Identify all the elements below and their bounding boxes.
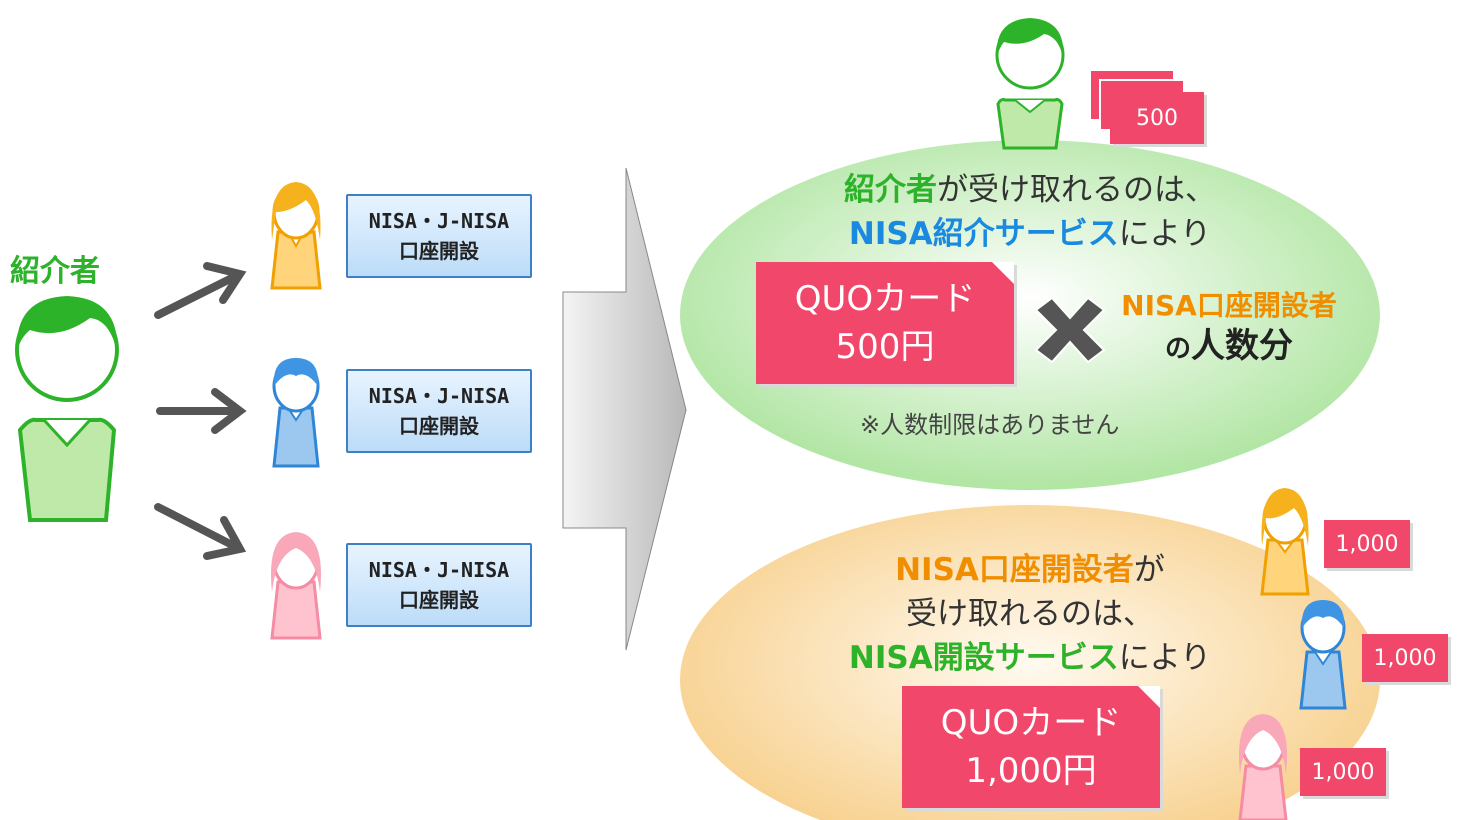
- quo-card-500: QUOカード 500円: [756, 262, 1014, 384]
- bottom-service-highlight: NISA開設サービス: [849, 640, 1119, 676]
- mini-card-value: 1,000: [1336, 532, 1399, 557]
- pink-person-icon: [271, 532, 321, 638]
- referrer-person-icon: [17, 296, 117, 520]
- bottom-opener-highlight: NISA口座開設者: [895, 552, 1134, 588]
- multiplier-text: NISA口座開設者 の人数分: [1094, 288, 1364, 374]
- arrow-down-right-icon: [158, 507, 240, 556]
- account-box-line2: 口座開設: [399, 236, 479, 266]
- mini-quo-card: 1,000: [1362, 634, 1448, 682]
- multiplier-line2a: の: [1165, 334, 1191, 364]
- top-description: 紹介者が受け取れるのは、 NISA紹介サービスにより: [780, 168, 1280, 256]
- mini-quo-card: 1,000: [1324, 520, 1410, 568]
- arrow-up-right-icon: [158, 266, 240, 315]
- top-person-icon: [997, 18, 1063, 148]
- account-open-box: NISA・J-NISA 口座開設: [346, 543, 532, 627]
- mini-card-value: 1,000: [1312, 760, 1375, 785]
- bottom-line1-rest: が: [1134, 552, 1165, 588]
- card-label: QUOカード: [795, 275, 975, 323]
- account-box-line1: NISA・J-NISA: [369, 206, 509, 236]
- card-amount: 1,000円: [965, 747, 1096, 795]
- account-open-box: NISA・J-NISA 口座開設: [346, 369, 532, 453]
- card-amount: 500円: [836, 323, 935, 371]
- quo-card-1000: QUOカード 1,000円: [902, 686, 1160, 808]
- bottom-line3-rest: により: [1119, 640, 1211, 676]
- top-line1-rest: が受け取れるのは、: [937, 172, 1216, 208]
- top-service-highlight: NISA紹介サービス: [849, 216, 1119, 252]
- mini-card-value: 500: [1136, 106, 1178, 131]
- mini-quo-card: 500: [1110, 92, 1204, 144]
- top-referrer-highlight: 紹介者: [844, 172, 937, 208]
- multiplier-line1: NISA口座開設者: [1094, 288, 1364, 324]
- top-line2-rest: により: [1119, 216, 1211, 252]
- referrer-label: 紹介者: [10, 246, 100, 290]
- orange-person-icon: [272, 182, 321, 288]
- arrow-right-icon: [160, 392, 240, 430]
- bottom-blue-person-icon: [1301, 600, 1345, 708]
- mini-quo-card: 1,000: [1300, 748, 1386, 796]
- account-box-line2: 口座開設: [399, 585, 479, 615]
- card-label: QUOカード: [941, 699, 1121, 747]
- multiplier-line2b: 人数分: [1191, 326, 1293, 366]
- mini-card-value: 1,000: [1374, 646, 1437, 671]
- bottom-line2: 受け取れるのは、: [906, 596, 1154, 632]
- bottom-description: NISA口座開設者が 受け取れるのは、 NISA開設サービスにより: [780, 548, 1280, 680]
- account-box-line1: NISA・J-NISA: [369, 381, 509, 411]
- big-arrow-icon: [563, 168, 686, 650]
- no-limit-note: ※人数制限はありません: [860, 405, 1119, 440]
- blue-person-icon: [274, 358, 318, 466]
- account-box-line2: 口座開設: [399, 411, 479, 441]
- account-box-line1: NISA・J-NISA: [369, 555, 509, 585]
- bottom-pink-person-icon: [1239, 714, 1287, 820]
- account-open-box: NISA・J-NISA 口座開設: [346, 194, 532, 278]
